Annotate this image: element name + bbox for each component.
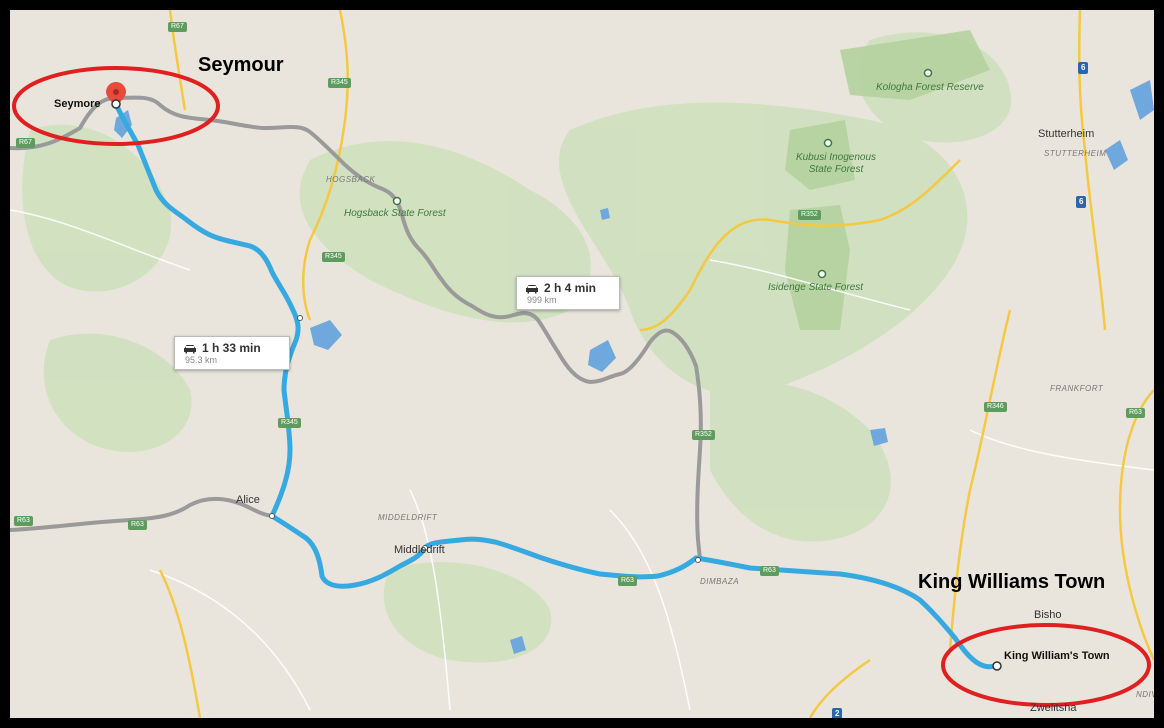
state-forest-areas [785, 30, 990, 330]
place-king-williams-town[interactable]: King William's Town [1004, 650, 1110, 662]
start-pin [106, 82, 126, 106]
park-isidenge[interactable]: Isidenge State Forest [768, 282, 864, 293]
alternative-route-callout[interactable]: 2 h 4 min 999 km [516, 276, 620, 310]
park-kubusi[interactable]: Kubusi Inogenous State Forest [795, 152, 877, 175]
park-kologha[interactable]: Kologha Forest Reserve [876, 82, 984, 93]
primary-route [112, 100, 995, 670]
primary-route-callout[interactable]: 1 h 33 min 95.3 km [174, 336, 290, 370]
road-shield-r67: R67 [168, 22, 187, 32]
car-icon [183, 343, 197, 354]
road-shield-n6: 6 [1078, 62, 1089, 74]
end-dot [992, 661, 1002, 671]
district-middeldrift: MIDDELDRIFT [378, 513, 438, 522]
road-shield-r63: R63 [128, 520, 147, 530]
road-shield-r345-south: R345 [278, 418, 301, 428]
park-hogsback[interactable]: Hogsback State Forest [344, 208, 446, 219]
place-alice[interactable]: Alice [236, 494, 260, 506]
seymour-annotation: Seymour [198, 54, 284, 76]
district-dimbaza: DIMBAZA [700, 577, 740, 586]
primary-route-distance: 95.3 km [185, 355, 218, 365]
road-shield-r67-west: R67 [16, 138, 35, 148]
primary-route-time: 1 h 33 min [202, 341, 261, 355]
water-bodies [114, 80, 1154, 654]
place-bisho[interactable]: Bisho [1034, 609, 1062, 621]
start-dot [111, 99, 121, 109]
king-williams-town-annotation: King Williams Town [918, 571, 1106, 593]
road-shield-n6-south: 6 [1076, 196, 1087, 208]
district-stutterheim: STUTTERHEIM [1044, 149, 1107, 158]
place-seymore[interactable]: Seymore [54, 98, 101, 110]
road-shield-r352: R352 [798, 210, 821, 220]
forest-areas [22, 32, 1012, 663]
map-canvas[interactable]: Seymour King Williams Town Seymore King … [10, 10, 1154, 718]
alternative-route-distance: 999 km [527, 295, 557, 305]
district-ndiva: NDIVA [1136, 690, 1154, 699]
road-shield-r63-west: R63 [14, 516, 33, 526]
map-graphics [10, 10, 1154, 718]
place-stutterheim[interactable]: Stutterheim [1038, 128, 1095, 140]
park-markers [392, 68, 933, 279]
seymour-annotation-circle [12, 66, 220, 146]
place-zwelitsha[interactable]: Zwelitsha [1030, 702, 1077, 714]
district-hogsback: HOGSBACK [326, 175, 376, 184]
place-middledrift[interactable]: Middledrift [394, 544, 445, 556]
road-shield-n2: 2 [832, 708, 843, 718]
alternative-route-time: 2 h 4 min [544, 281, 597, 295]
route-waypoints [269, 315, 701, 563]
road-shield-r63-mid: R63 [618, 576, 637, 586]
road-shield-r63-far-east: R63 [1126, 408, 1145, 418]
road-shield-r63-east: R63 [760, 566, 779, 576]
car-icon [525, 283, 539, 294]
alternative-route [10, 95, 703, 561]
road-shield-r346: R346 [984, 402, 1007, 412]
minor-roads [10, 209, 1154, 711]
road-shield-r345-north: R345 [328, 78, 351, 88]
road-shield-r352-south: R352 [692, 430, 715, 440]
road-shield-r345: R345 [322, 252, 345, 262]
alternative-route-west [10, 496, 273, 532]
district-frankfort: FRANKFORT [1050, 384, 1104, 393]
kwt-annotation-circle [941, 623, 1151, 707]
